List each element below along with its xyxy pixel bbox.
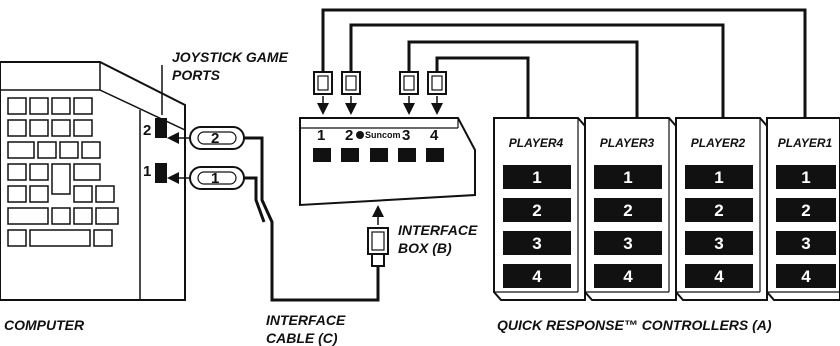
box-socket-2: [341, 148, 359, 162]
controller-cables: [321, 8, 807, 118]
controller-player1: PLAYER1 1 2 3 4: [766, 117, 840, 301]
interface-box: 1 2 Suncom 3 4: [299, 117, 476, 207]
player3-button-1: [594, 165, 662, 189]
player3-button-4: [594, 264, 662, 288]
suncom-logo: Suncom: [356, 130, 401, 140]
box-input-plug: [367, 227, 389, 267]
player4-button-1: [503, 165, 571, 189]
cable-plug-1: 1: [189, 166, 245, 190]
player4-button-4: [503, 264, 571, 288]
computer-label: COMPUTER: [4, 317, 85, 333]
computer-keyboard: [7, 97, 119, 247]
controller-player2-label: PLAYER2: [691, 136, 746, 150]
controller-player3-label: PLAYER3: [600, 136, 655, 150]
player3-button-2-label: 2: [623, 201, 632, 220]
player2-button-4: [685, 264, 753, 288]
box-socket-4: [426, 148, 444, 162]
player1-button-4-label: 4: [801, 267, 811, 286]
controller-player1-label: PLAYER1: [778, 136, 833, 150]
box-socket-label-3: 3: [402, 127, 410, 144]
player3-button-2: [594, 198, 662, 222]
player3-button-3-label: 3: [623, 234, 632, 253]
player1-button-1-label: 1: [801, 168, 810, 187]
box-socket-label-4: 4: [430, 127, 439, 144]
controller-player4-label: PLAYER4: [509, 136, 564, 150]
box-socket-1: [313, 148, 331, 162]
player1-button-4: [776, 264, 836, 288]
plug-1-number: 1: [211, 170, 219, 187]
player3-button-4-label: 4: [623, 267, 633, 286]
interface-cable-label-line1: INTERFACE: [266, 312, 346, 328]
player4-button-1-label: 1: [532, 168, 541, 187]
player2-button-4-label: 4: [714, 267, 724, 286]
computer: 2 1: [0, 61, 186, 301]
port-1-number: 1: [143, 163, 151, 180]
player4-button-2: [503, 198, 571, 222]
plug-2-number: 2: [211, 130, 219, 147]
player3-button-1-label: 1: [623, 168, 632, 187]
player2-button-1-label: 1: [714, 168, 723, 187]
joystick-ports-label-line2: PORTS: [172, 67, 221, 83]
box-socket-input: [370, 148, 388, 162]
controller-plug-4: [427, 71, 447, 95]
box-socket-label-1: 1: [317, 127, 325, 144]
player4-button-4-label: 4: [532, 267, 542, 286]
player3-button-3: [594, 231, 662, 255]
box-brand: Suncom: [365, 130, 401, 140]
joystick-ports-label-line1: JOYSTICK GAME: [172, 49, 289, 65]
player2-button-2: [685, 198, 753, 222]
player1-button-2: [776, 198, 836, 222]
controllers-label: QUICK RESPONSE™ CONTROLLERS (A): [497, 317, 772, 333]
joystick-port-1: [155, 163, 167, 183]
player1-button-3: [776, 231, 836, 255]
player1-button-3-label: 3: [801, 234, 810, 253]
controller-plug-1: [313, 71, 333, 95]
interface-cable-label-line2: CABLE (C): [266, 330, 338, 346]
joystick-port-2: [155, 118, 167, 138]
player2-button-1: [685, 165, 753, 189]
controller-player2: PLAYER2 1 2 3 4: [675, 117, 768, 301]
box-socket-3: [398, 148, 416, 162]
controller-plugs: [313, 71, 447, 115]
cable-plug-2: 2: [189, 126, 245, 150]
interface-box-label-line1: INTERFACE: [398, 222, 478, 238]
controller-plug-3: [399, 71, 419, 95]
player4-button-3: [503, 231, 571, 255]
player4-button-3-label: 3: [532, 234, 541, 253]
player1-button-2-label: 2: [801, 201, 810, 220]
player2-button-3: [685, 231, 753, 255]
controller-plug-2: [341, 71, 361, 95]
controller-player3: PLAYER3 1 2 3 4: [584, 117, 677, 301]
player1-button-1: [776, 165, 836, 189]
box-socket-label-2: 2: [345, 127, 353, 144]
controller-player4: PLAYER4 1 2 3 4: [493, 117, 586, 301]
port-2-number: 2: [143, 122, 151, 139]
interface-box-label-line2: BOX (B): [398, 240, 452, 256]
player2-button-3-label: 3: [714, 234, 723, 253]
player2-button-2-label: 2: [714, 201, 723, 220]
player4-button-2-label: 2: [532, 201, 541, 220]
interface-cable: 2 1: [167, 126, 389, 302]
